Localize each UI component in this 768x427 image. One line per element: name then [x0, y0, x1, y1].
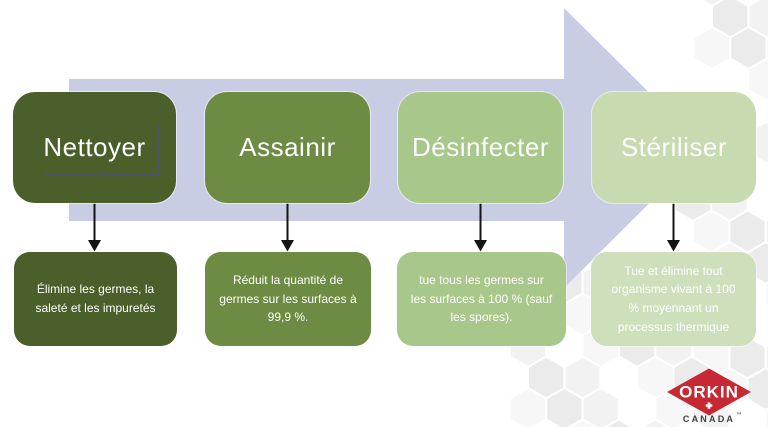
hexagon-decor [764, 344, 768, 371]
connector-arrow [474, 203, 487, 252]
desc-box-steriliser[interactable]: Tue et élimine tout organisme vivant à 1… [591, 252, 756, 346]
hexagon-decor [764, 281, 768, 308]
hexagon-decor [764, 407, 768, 427]
connector-arrow [667, 203, 680, 252]
logo-region-text: CANADA [683, 414, 735, 424]
process-arrow[interactable] [69, 8, 705, 288]
maple-leaf-icon [705, 402, 713, 409]
hexagon-decor [764, 218, 768, 245]
step-title: Nettoyer [43, 132, 146, 162]
hexagon-decor [676, 418, 707, 427]
hexagon-decor [603, 418, 634, 427]
hexagon-decor [531, 418, 562, 427]
orkin-canada-logo: ORKIN CANADA ™ [667, 368, 751, 424]
logo-diamond-icon [667, 368, 751, 416]
step-title: Stériliser [620, 132, 728, 162]
hexagon-decor [640, 418, 671, 427]
step-box-steriliser[interactable]: Stériliser [592, 92, 756, 203]
desc-box-desinfecter[interactable]: tue tous les germes sur les surfaces à 1… [397, 252, 566, 346]
step-box-assainir[interactable]: Assainir [205, 92, 370, 203]
step-title: Assainir [239, 132, 336, 162]
connector-arrow [88, 203, 101, 252]
step-title: Désinfecter [412, 132, 549, 162]
connector-arrow [281, 203, 294, 252]
desc-box-assainir[interactable]: Réduit la quantité de germes sur les sur… [205, 252, 371, 346]
step-box-nettoyer[interactable]: Nettoyer [13, 92, 176, 203]
logo-brand-text: ORKIN [679, 383, 739, 402]
hexagon-decor [567, 418, 598, 427]
step-box-desinfecter[interactable]: Désinfecter [398, 92, 563, 203]
trademark-symbol: ™ [736, 412, 742, 418]
desc-box-nettoyer[interactable]: Élimine les germes, la saleté et les imp… [14, 252, 177, 346]
